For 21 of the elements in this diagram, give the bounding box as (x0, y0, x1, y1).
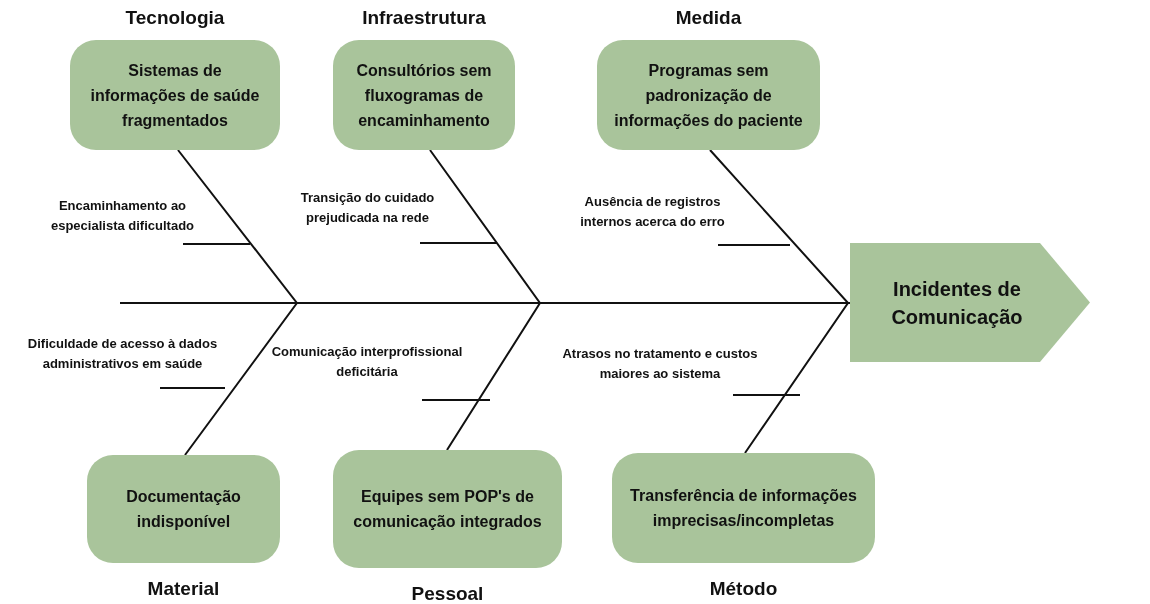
cause-label: Comunicação interprofissional deficitária (270, 343, 464, 381)
cause-box: Programas sem padronização de informações do paciente (597, 40, 820, 150)
category-heading: Material (146, 577, 221, 601)
cause-box: Equipes sem POP's de comunicação integrados (333, 450, 562, 568)
cause-label: Atrasos no tratamento e custos maiores ao sistema (561, 345, 759, 383)
cause-box: Documentação indisponível (87, 455, 280, 563)
category-heading: Método (708, 577, 779, 601)
bone-line (744, 302, 851, 454)
cause-box: Sistemas de informações de saúde fragmentados (70, 40, 280, 150)
cause-label: Dificuldade de acesso à dados administrativos em saúde (26, 335, 219, 373)
category-heading: Tecnologia (124, 5, 226, 30)
category-heading: Pessoal (410, 582, 485, 604)
category-heading: Medida (674, 5, 743, 30)
cause-label: Encaminhamento ao especialista dificultado (49, 197, 195, 235)
cause-label: Transição do cuidado prejudicada na rede (299, 189, 436, 227)
category-heading: Infraestrutura (361, 5, 487, 30)
effect-text: Incidentes de Comunicação (890, 276, 1024, 330)
bone-line (709, 149, 851, 304)
cause-box: Consultórios sem fluxogramas de encaminhamento (333, 40, 515, 150)
cause-box: Transferência de informações imprecisas/incompletas (612, 453, 875, 563)
cause-label: Ausência de registros internos acerca do erro (579, 193, 726, 231)
